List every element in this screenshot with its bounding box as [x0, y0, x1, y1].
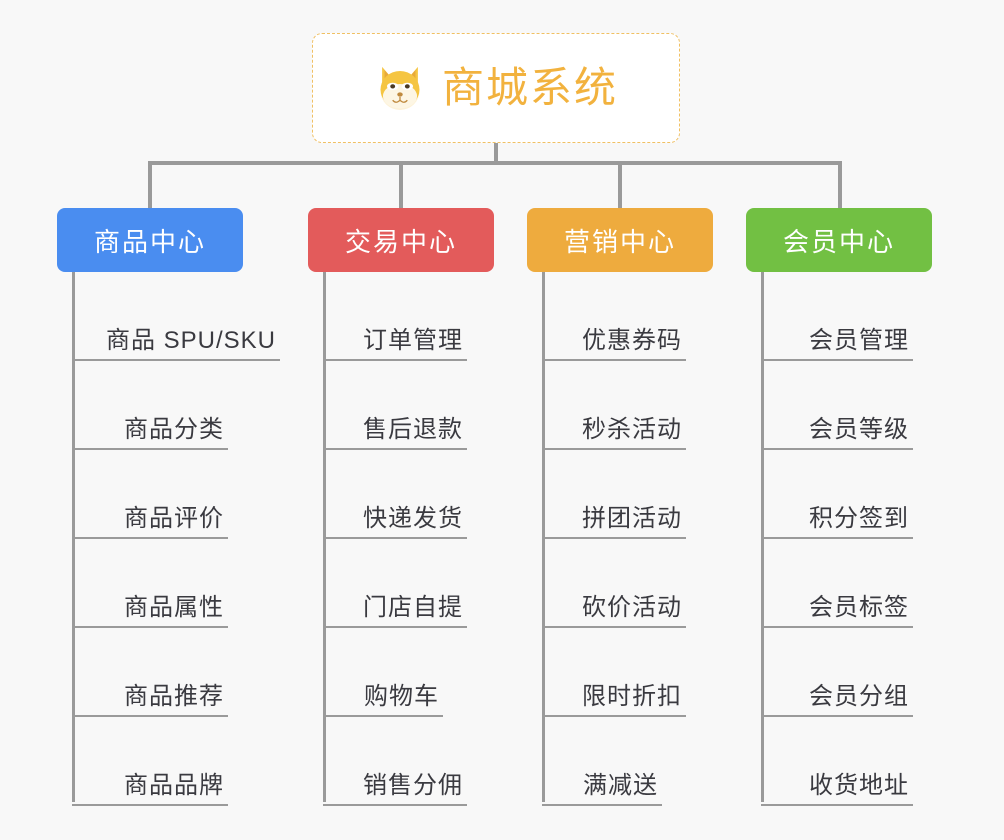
list-item[interactable]: 拼团活动: [542, 450, 686, 539]
list-item-label: 砍价活动: [582, 594, 682, 622]
list-item[interactable]: 购物车: [323, 628, 443, 717]
connector-root-stem: [494, 143, 498, 165]
list-item[interactable]: 快递发货: [323, 450, 467, 539]
list-item-label: 拼团活动: [582, 505, 682, 533]
category-box-3[interactable]: 营销中心: [527, 208, 713, 272]
category-box-2[interactable]: 交易中心: [308, 208, 494, 272]
list-item[interactable]: 商品评价: [72, 450, 228, 539]
list-item[interactable]: 收货地址: [761, 717, 913, 806]
list-item-label: 订单管理: [363, 327, 463, 355]
list-item-label: 商品品牌: [124, 772, 224, 800]
list-item[interactable]: 满减送: [542, 717, 662, 806]
list-item-label: 销售分佣: [363, 772, 463, 800]
list-item-label: 会员分组: [809, 683, 909, 711]
root-title: 商城系统: [441, 64, 618, 111]
connector-branch-stem-4: [838, 161, 842, 210]
list-item[interactable]: 商品分类: [72, 361, 228, 450]
list-item[interactable]: 销售分佣: [323, 717, 467, 806]
list-item-label: 会员等级: [809, 416, 909, 444]
list-item[interactable]: 门店自提: [323, 539, 467, 628]
shiba-dog-icon: [374, 62, 426, 114]
list-item-label: 积分签到: [809, 505, 909, 533]
category-label-1: 商品中心: [93, 226, 206, 257]
list-item-label: 商品属性: [124, 594, 224, 622]
list-item-label: 售后退款: [363, 416, 463, 444]
list-item-label: 秒杀活动: [582, 416, 682, 444]
list-item[interactable]: 会员等级: [761, 361, 913, 450]
connector-branch-stem-2: [399, 161, 403, 210]
list-item[interactable]: 积分签到: [761, 450, 913, 539]
category-box-4[interactable]: 会员中心: [746, 208, 932, 272]
list-item-label: 快递发货: [363, 505, 463, 533]
list-item-label: 商品推荐: [124, 683, 224, 711]
list-item[interactable]: 商品品牌: [72, 717, 228, 806]
list-item-label: 商品分类: [124, 416, 224, 444]
list-item-label: 限时折扣: [582, 683, 682, 711]
list-item[interactable]: 商品属性: [72, 539, 228, 628]
list-item[interactable]: 商品推荐: [72, 628, 228, 717]
list-item-label: 满减送: [583, 772, 658, 800]
category-label-4: 会员中心: [782, 226, 895, 257]
connector-branch-stem-1: [148, 161, 152, 210]
list-item[interactable]: 商品 SPU/SKU: [72, 272, 280, 361]
list-item-label: 优惠券码: [582, 327, 682, 355]
list-item[interactable]: 会员标签: [761, 539, 913, 628]
list-item-label: 会员管理: [809, 327, 909, 355]
list-item-label: 购物车: [364, 683, 439, 711]
list-item-label: 门店自提: [363, 594, 463, 622]
list-item-label: 收货地址: [809, 772, 909, 800]
category-label-2: 交易中心: [344, 226, 457, 257]
category-box-1[interactable]: 商品中心: [57, 208, 243, 272]
connector-branch-stem-3: [618, 161, 622, 210]
connector-bus: [148, 161, 842, 165]
list-item-label: 商品 SPU/SKU: [105, 327, 276, 355]
list-item[interactable]: 秒杀活动: [542, 361, 686, 450]
list-item[interactable]: 订单管理: [323, 272, 467, 361]
list-item[interactable]: 会员管理: [761, 272, 913, 361]
root-node[interactable]: 商城系统: [312, 33, 680, 143]
list-item-label: 会员标签: [809, 594, 909, 622]
list-item[interactable]: 会员分组: [761, 628, 913, 717]
list-item[interactable]: 限时折扣: [542, 628, 686, 717]
list-item-label: 商品评价: [124, 505, 224, 533]
category-label-3: 营销中心: [563, 226, 676, 257]
list-item[interactable]: 售后退款: [323, 361, 467, 450]
list-item[interactable]: 优惠券码: [542, 272, 686, 361]
list-item[interactable]: 砍价活动: [542, 539, 686, 628]
